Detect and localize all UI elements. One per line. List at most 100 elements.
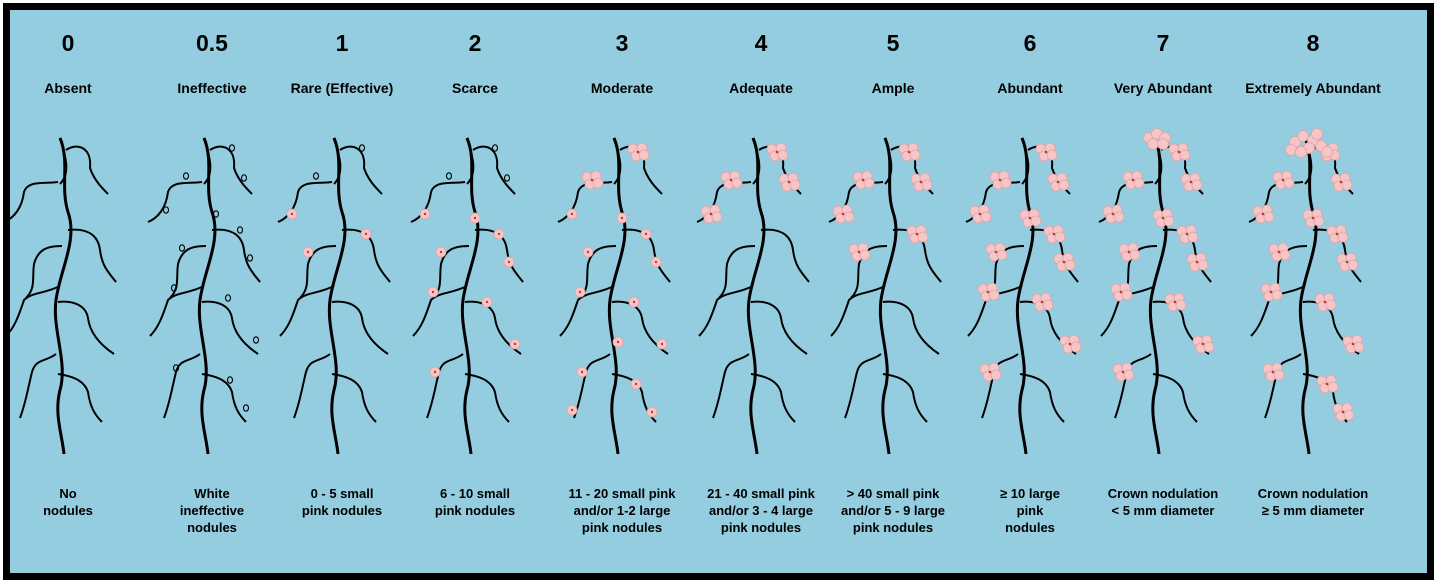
large-pink-nodule-cluster [1113,363,1134,381]
lateral-root-branch [210,147,252,194]
root-illustration [0,122,138,462]
main-root-stem [1300,138,1316,454]
large-pink-nodule-cluster [1103,205,1124,223]
description-line: < 5 mm diameter [1093,502,1233,519]
nodule-center [621,217,623,219]
lateral-root-branch [473,147,515,194]
large-pink-nodule-cluster [1261,283,1282,301]
lateral-root-branch [278,182,332,222]
large-pink-nodule-cluster [701,205,722,223]
nodule-center [571,213,573,215]
description-line: No [0,485,138,502]
white-ineffective-nodule [184,173,189,179]
description-line: pink nodules [691,519,831,536]
large-pink-nodule-cluster [1315,293,1336,311]
nodule-center [581,371,583,373]
white-ineffective-nodule [238,227,243,233]
nodule-center [291,213,293,215]
score-value: 3 [552,30,692,57]
white-ineffective-nodule [228,377,233,383]
description-line: 0 - 5 small [272,485,412,502]
lateral-root-branch [4,182,58,222]
scale-column-7: 7Very AbundantCrown nodulation< 5 mm dia… [1093,10,1233,573]
score-label: Very Abundant [1093,80,1233,96]
large-pink-nodule-cluster [1153,209,1174,227]
lateral-root-branch [164,354,200,418]
description-line: and/or 5 - 9 large [823,502,963,519]
nodule-center [434,371,436,373]
large-pink-nodule-cluster [833,205,854,223]
white-ineffective-nodule [180,245,185,251]
lateral-root-branch [212,230,260,282]
score-description: Crown nodulation≥ 5 mm diameter [1238,485,1388,519]
description-line: and/or 1-2 large [552,502,692,519]
white-ineffective-nodule [505,175,510,181]
scale-column-5: 5Ample> 40 small pinkand/or 5 - 9 largep… [823,10,963,573]
score-label: Abundant [960,80,1100,96]
score-description: 11 - 20 small pinkand/or 1-2 largepink n… [552,485,692,536]
lateral-root-branch [1153,374,1197,422]
nodule-center [498,233,500,235]
score-value: 5 [823,30,963,57]
white-ineffective-nodule [244,405,249,411]
nodule-center [424,213,426,215]
large-pink-nodule-cluster [779,173,800,191]
main-root-stem [462,138,478,454]
lateral-root-branch [558,182,612,222]
lateral-root-branch [340,147,382,194]
score-label: Extremely Abundant [1238,80,1388,96]
large-pink-nodule-cluster [1044,225,1065,243]
lateral-root-branch [58,374,102,422]
score-value: 7 [1093,30,1233,57]
lateral-root-branch [1115,354,1151,418]
large-pink-nodule-cluster [853,171,874,189]
lateral-root-branch [1265,354,1301,418]
white-ineffective-nodule [226,295,231,301]
white-ineffective-nodule [447,173,452,179]
score-label: Ineffective [142,80,282,96]
main-root-stem [748,138,764,454]
main-root-stem [1150,138,1166,454]
large-pink-nodule-cluster [1187,253,1208,271]
large-pink-nodule-cluster [1036,143,1057,161]
description-line: 6 - 10 small [405,485,545,502]
nodule-center [661,343,663,345]
large-pink-nodule-cluster [1317,375,1338,393]
large-pink-nodule-cluster [1177,225,1198,243]
description-line: White [142,485,282,502]
large-pink-nodule-cluster [1119,243,1140,261]
root-illustration [405,122,545,462]
lateral-root-branch [751,374,795,422]
root-illustration [1093,122,1233,462]
lateral-root-branch [699,286,753,336]
lateral-root-branch [465,374,509,422]
lateral-root-branch [845,354,881,418]
nodule-center [587,251,589,253]
large-pink-nodule-cluster [1273,171,1294,189]
large-pink-nodule-cluster [1337,253,1358,271]
crown-nodulation-cluster [1286,129,1333,158]
main-root-stem [1017,138,1033,454]
nodule-center [474,217,476,219]
scale-column-4: 4Adequate21 - 40 small pinkand/or 3 - 4 … [691,10,831,573]
description-line: nodules [142,519,282,536]
main-root-stem [55,138,71,454]
root-illustration [272,122,412,462]
score-value: 2 [405,30,545,57]
large-pink-nodule-cluster [1111,283,1132,301]
lateral-root-branch [413,286,467,336]
lateral-root-branch [411,182,465,222]
main-root-stem [609,138,625,454]
root-illustration [1243,122,1383,462]
large-pink-nodule-cluster [1060,335,1081,353]
description-line: > 40 small pink [823,485,963,502]
white-ineffective-nodule [360,145,365,151]
large-pink-nodule-cluster [1054,253,1075,271]
nodule-center [579,291,581,293]
lateral-root-branch [427,354,463,418]
lateral-root-branch [761,230,809,282]
